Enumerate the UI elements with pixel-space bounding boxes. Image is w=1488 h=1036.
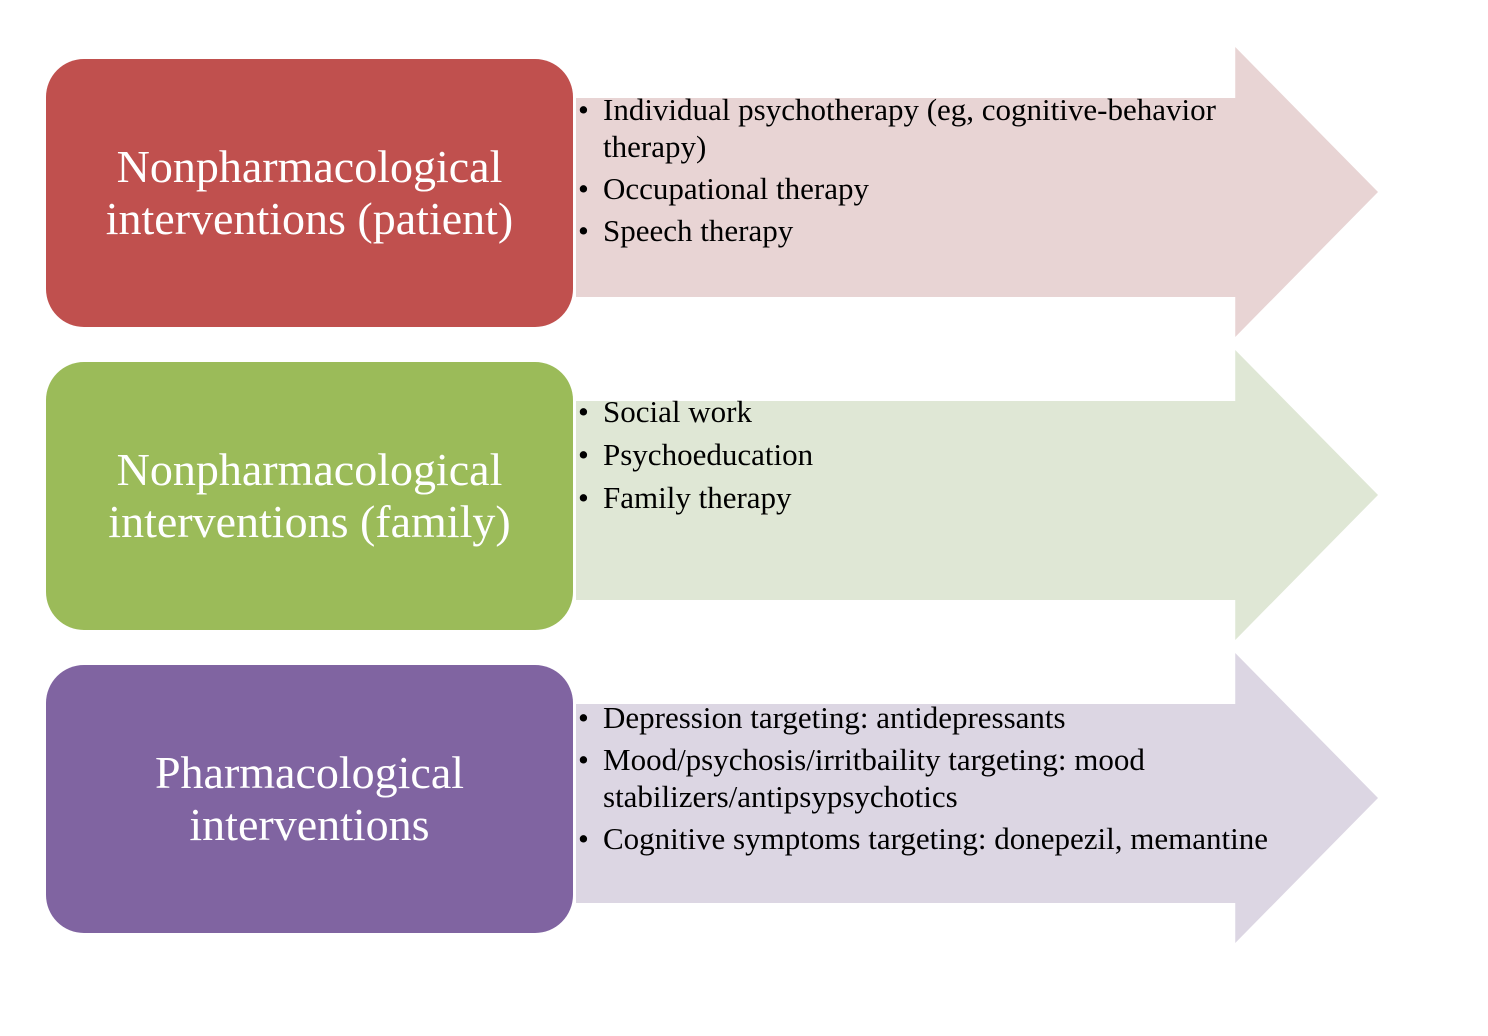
bullet-icon: • (578, 480, 589, 515)
list-item: •Family therapy (578, 480, 792, 515)
bullet-icon: • (578, 171, 589, 206)
intervention-row-pharmacological: Pharmacological interventions •Depressio… (0, 653, 1488, 943)
bullet-icon: • (578, 821, 589, 856)
list-item: •Psychoeducation (578, 437, 814, 472)
list-item: •Mood/psychosis/irritbaility targeting: … (578, 742, 1145, 814)
category-title-patient: Nonpharmacological interventions (patien… (105, 141, 514, 244)
bullet-icon: • (578, 213, 589, 248)
category-title-family: Nonpharmacological interventions (family… (108, 444, 511, 547)
bullet-icon: • (578, 92, 589, 127)
item-list-pharmacological: •Depression targeting: antidepressants •… (578, 699, 1278, 862)
intervention-row-patient: Nonpharmacological interventions (patien… (0, 47, 1488, 337)
category-box-patient: Nonpharmacological interventions (patien… (46, 59, 573, 327)
list-item: •Occupational therapy (578, 171, 869, 206)
list-item: •Cognitive symptoms targeting: donepezil… (578, 821, 1268, 856)
list-item: •Depression targeting: antidepressants (578, 700, 1066, 735)
bullet-icon: • (578, 700, 589, 735)
bullet-icon: • (578, 437, 589, 472)
list-item: •Social work (578, 394, 752, 429)
item-list-family: •Social work •Psychoeducation •Family th… (578, 393, 1278, 522)
category-title-pharmacological: Pharmacological interventions (154, 747, 465, 850)
bullet-icon: • (578, 742, 589, 777)
category-box-pharmacological: Pharmacological interventions (46, 665, 573, 933)
category-box-family: Nonpharmacological interventions (family… (46, 362, 573, 630)
bullet-icon: • (578, 394, 589, 429)
intervention-row-family: Nonpharmacological interventions (family… (0, 350, 1488, 640)
list-item: •Speech therapy (578, 213, 794, 248)
list-item: •Individual psychotherapy (eg, cognitive… (578, 92, 1216, 164)
item-list-patient: •Individual psychotherapy (eg, cognitive… (578, 91, 1278, 254)
